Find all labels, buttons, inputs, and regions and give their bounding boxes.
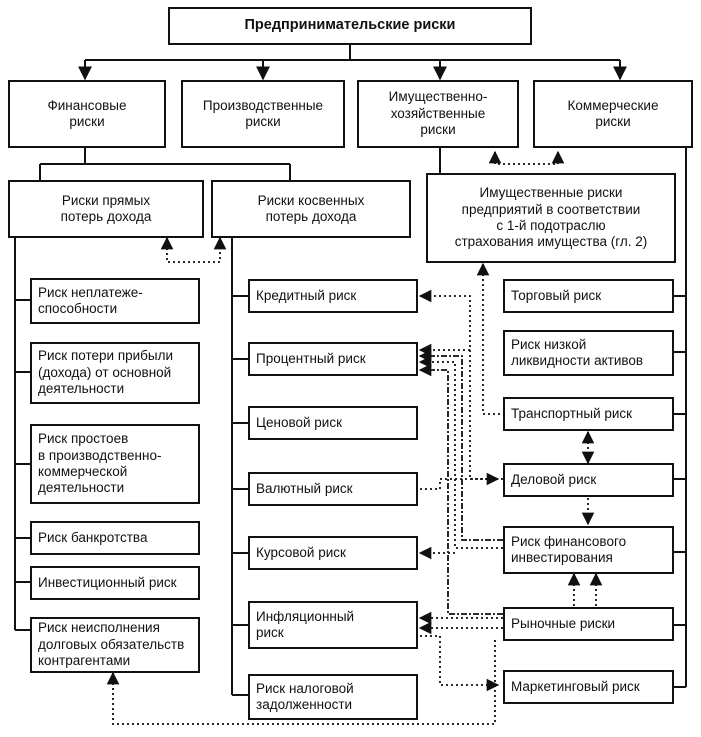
indirect-risk-5-label: Инфляционный риск bbox=[256, 608, 355, 640]
commercial-risk-5: Рыночные риски bbox=[503, 607, 674, 641]
commercial-risk-1-label: Риск низкой ликвидности активов bbox=[511, 336, 644, 368]
indirect-risk-6-label: Риск налоговой задолженности bbox=[256, 680, 354, 712]
dotted-connectors bbox=[106, 150, 603, 725]
direct-risk-1-label: Риск потери прибыли (дохода) от основной… bbox=[38, 348, 174, 397]
group-direct-losses-label: Риски прямых потерь дохода bbox=[60, 192, 152, 224]
direct-risk-2: Риск простоев в производственно- коммерч… bbox=[30, 424, 200, 504]
property-insurance-box: Имущественные риски предприятий в соотве… bbox=[426, 173, 676, 263]
direct-risk-4-label: Инвестиционный риск bbox=[38, 574, 177, 590]
direct-risk-4: Инвестиционный риск bbox=[30, 566, 200, 600]
commercial-risk-2-label: Транспортный риск bbox=[511, 405, 633, 421]
root-title: Предпринимательские риски bbox=[244, 17, 456, 34]
direct-risk-0: Риск неплатеже- способности bbox=[30, 278, 200, 324]
indirect-risk-4-label: Курсовой риск bbox=[256, 544, 346, 560]
commercial-risk-5-label: Рыночные риски bbox=[511, 615, 616, 631]
commercial-risk-3: Деловой риск bbox=[503, 463, 674, 497]
commercial-risk-4-label: Риск финансового инвестирования bbox=[511, 533, 627, 565]
group-indirect-losses-label: Риски косвенных потерь дохода bbox=[257, 192, 365, 224]
commercial-risk-4: Риск финансового инвестирования bbox=[503, 526, 674, 574]
commercial-risk-1: Риск низкой ликвидности активов bbox=[503, 330, 674, 376]
indirect-risk-1: Процентный риск bbox=[248, 342, 418, 376]
direct-risk-5: Риск неисполнения долговых обязательств … bbox=[30, 617, 200, 673]
category-commercial-label: Коммерческие риски bbox=[567, 97, 659, 129]
direct-risk-3-label: Риск банкротства bbox=[38, 529, 148, 545]
indirect-risk-3: Валютный риск bbox=[248, 472, 418, 506]
commercial-risk-0: Торговый риск bbox=[503, 279, 674, 313]
direct-risk-1: Риск потери прибыли (дохода) от основной… bbox=[30, 342, 200, 404]
solid-connectors bbox=[14, 45, 687, 696]
commercial-risk-6: Маркетинговый риск bbox=[503, 670, 674, 704]
group-direct-losses: Риски прямых потерь дохода bbox=[8, 180, 204, 238]
commercial-risk-6-label: Маркетинговый риск bbox=[511, 678, 640, 694]
direct-risk-2-label: Риск простоев в производственно- коммерч… bbox=[38, 431, 162, 496]
indirect-risk-0-label: Кредитный риск bbox=[256, 287, 357, 303]
direct-risk-5-label: Риск неисполнения долговых обязательств … bbox=[38, 620, 185, 669]
category-financial: Финансовые риски bbox=[8, 80, 166, 148]
indirect-risk-3-label: Валютный риск bbox=[256, 480, 353, 496]
indirect-risk-6: Риск налоговой задолженности bbox=[248, 674, 418, 720]
category-property-label: Имущественно- хозяйственные риски bbox=[388, 89, 488, 138]
indirect-risk-1-label: Процентный риск bbox=[256, 350, 366, 366]
indirect-risk-2: Ценовой риск bbox=[248, 406, 418, 440]
direct-risk-0-label: Риск неплатеже- способности bbox=[38, 284, 143, 316]
dashdot-connectors bbox=[418, 349, 503, 615]
property-insurance-label: Имущественные риски предприятий в соотве… bbox=[454, 185, 648, 250]
group-indirect-losses: Риски косвенных потерь дохода bbox=[211, 180, 411, 238]
commercial-risk-0-label: Торговый риск bbox=[511, 287, 602, 303]
commercial-risk-3-label: Деловой риск bbox=[511, 471, 597, 487]
category-production: Производственные риски bbox=[181, 80, 345, 148]
category-commercial: Коммерческие риски bbox=[533, 80, 693, 148]
root-title-box: Предпринимательские риски bbox=[168, 7, 532, 45]
indirect-risk-5: Инфляционный риск bbox=[248, 601, 418, 649]
indirect-risk-2-label: Ценовой риск bbox=[256, 414, 342, 430]
category-property: Имущественно- хозяйственные риски bbox=[357, 80, 519, 148]
category-financial-label: Финансовые риски bbox=[47, 97, 127, 129]
indirect-risk-0: Кредитный риск bbox=[248, 279, 418, 313]
commercial-risk-2: Транспортный риск bbox=[503, 397, 674, 431]
direct-risk-3: Риск банкротства bbox=[30, 521, 200, 555]
category-production-label: Производственные риски bbox=[202, 97, 324, 129]
indirect-risk-4: Курсовой риск bbox=[248, 536, 418, 570]
